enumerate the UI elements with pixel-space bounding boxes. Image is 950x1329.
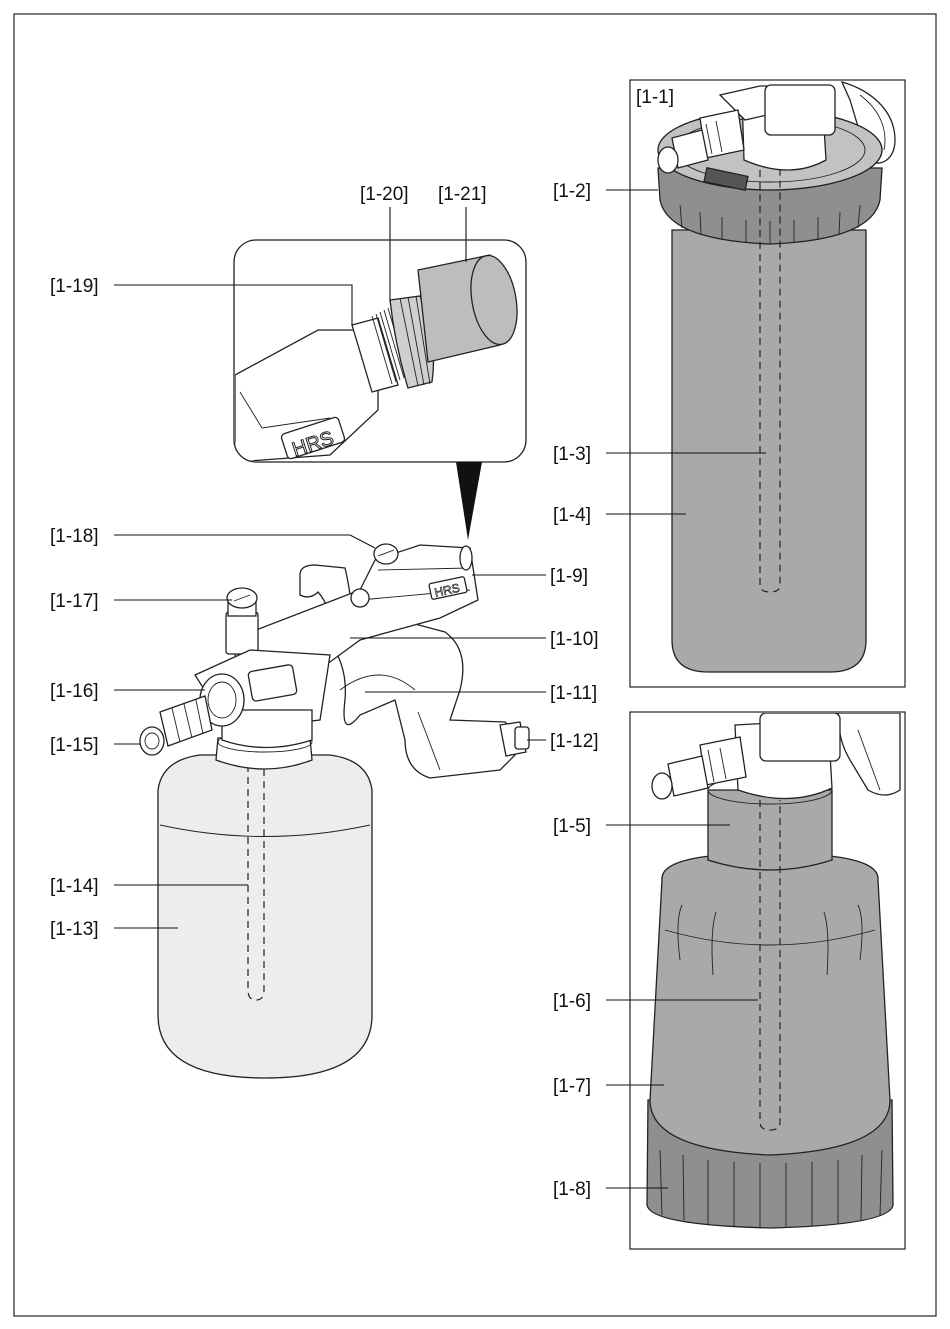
label-1-14: [1-14]	[50, 876, 99, 897]
container-main	[158, 755, 372, 1078]
label-1-2: [1-2]	[553, 181, 591, 202]
label-1-6: [1-6]	[553, 991, 591, 1012]
label-1-21: [1-21]	[438, 184, 487, 205]
label-1-17: [1-17]	[50, 591, 99, 612]
label-1-20: [1-20]	[360, 184, 409, 205]
label-1-5: [1-5]	[553, 816, 591, 837]
label-1-1: [1-1]	[636, 87, 674, 108]
inset-panel-top	[630, 80, 905, 687]
inset-panel-bottom	[630, 712, 905, 1249]
label-1-11: [1-11]	[550, 683, 597, 704]
label-1-19: [1-19]	[50, 276, 99, 297]
label-1-10: [1-10]	[550, 629, 599, 650]
label-1-15: [1-15]	[50, 735, 99, 756]
label-1-16: [1-16]	[50, 681, 99, 702]
container-body-tapered	[650, 855, 890, 1155]
label-1-4: [1-4]	[553, 505, 591, 526]
label-1-8: [1-8]	[553, 1179, 591, 1200]
spray-gun-main: HRS	[140, 544, 529, 1078]
label-1-7: [1-7]	[553, 1076, 591, 1097]
nozzle-main	[160, 696, 212, 746]
container-body-tall	[672, 230, 866, 672]
label-1-12: [1-12]	[550, 731, 599, 752]
label-1-18: [1-18]	[50, 526, 99, 547]
label-1-9: [1-9]	[550, 566, 588, 587]
label-1-3: [1-3]	[553, 444, 591, 465]
gun-handle	[328, 620, 516, 778]
label-1-13: [1-13]	[50, 919, 99, 940]
detail-pointer	[456, 462, 482, 540]
